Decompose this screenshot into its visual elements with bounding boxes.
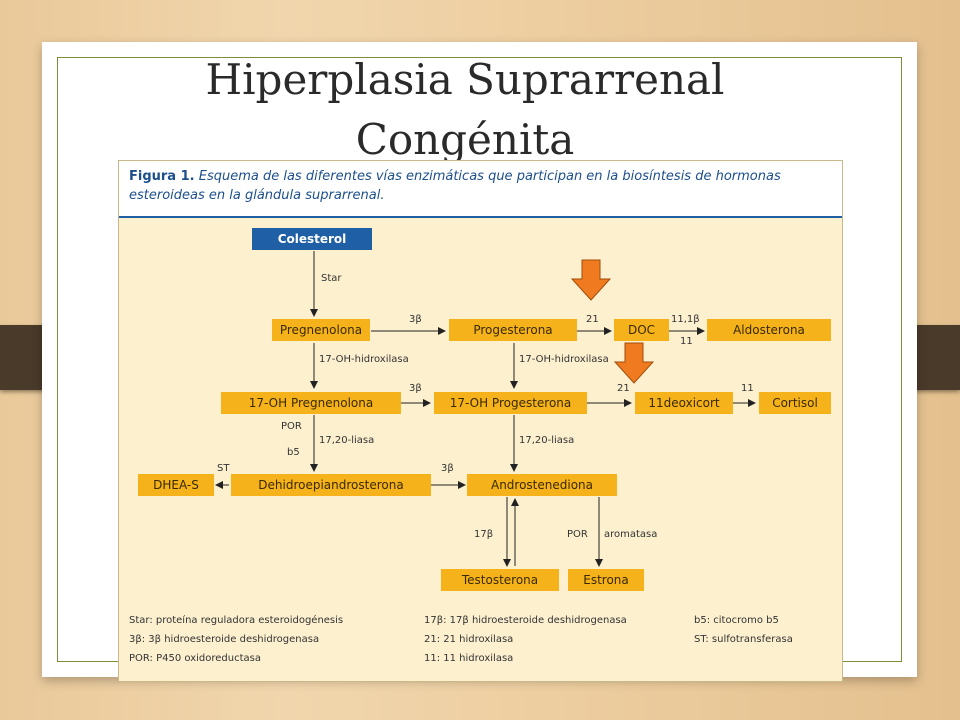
label-17-20-liasa-1: 17,20-liasa — [319, 435, 374, 446]
label-21-1: 21 — [586, 314, 599, 325]
label-17oh-hidroxilasa-1: 17-OH-hidroxilasa — [319, 354, 409, 365]
legend-item: 11: 11 hidroxilasa — [424, 649, 674, 668]
label-3b-1: 3β — [409, 314, 422, 325]
label-por: POR — [281, 421, 302, 432]
node-colesterol: Colesterol — [252, 228, 372, 250]
slide-title: Hiperplasia Suprarrenal Congénita — [165, 50, 765, 160]
legend-item: 17β: 17β hidroesteroide deshidrogenasa — [424, 611, 674, 630]
node-aldosterona: Aldosterona — [707, 319, 831, 341]
legend-item: Star: proteína reguladora esteroidogénes… — [129, 611, 419, 630]
label-3b-3: 3β — [441, 463, 454, 474]
node-pregnenolona: Pregnenolona — [272, 319, 370, 341]
node-androstenediona: Androstenediona — [467, 474, 617, 496]
label-aromatasa: aromatasa — [604, 529, 657, 540]
slide-title-line2: Congénita — [165, 110, 765, 160]
legend-item: 21: 21 hidroxilasa — [424, 630, 674, 649]
label-11-1b: 11,1β — [671, 314, 700, 325]
label-por-2: POR — [567, 529, 588, 540]
node-17oh-progesterona: 17-OH Progesterona — [434, 392, 587, 414]
label-21-2: 21 — [617, 383, 630, 394]
node-11deoxicort: 11deoxicort — [635, 392, 733, 414]
legend-col1: Star: proteína reguladora esteroidogénes… — [129, 611, 419, 668]
label-11-b: 11 — [741, 383, 754, 394]
label-st: ST — [217, 463, 229, 474]
legend-item: ST: sulfotransferasa — [694, 630, 834, 649]
pathway-arrows — [119, 161, 844, 683]
label-17oh-hidroxilasa-2: 17-OH-hidroxilasa — [519, 354, 609, 365]
legend-col2: 17β: 17β hidroesteroide deshidrogenasa 2… — [424, 611, 674, 668]
label-17b: 17β — [474, 529, 493, 540]
legend-item: b5: citocromo b5 — [694, 611, 834, 630]
legend-item: 3β: 3β hidroesteroide deshidrogenasa — [129, 630, 419, 649]
node-dhea: Dehidroepiandrosterona — [231, 474, 431, 496]
legend-item: POR: P450 oxidoreductasa — [129, 649, 419, 668]
figure-panel: Figura 1. Esquema de las diferentes vías… — [118, 160, 843, 682]
node-17oh-pregnenolona: 17-OH Pregnenolona — [221, 392, 401, 414]
node-estrona: Estrona — [568, 569, 644, 591]
legend-col3: b5: citocromo b5 ST: sulfotransferasa — [694, 611, 834, 649]
node-cortisol: Cortisol — [759, 392, 831, 414]
node-doc: DOC — [614, 319, 669, 341]
down-arrow-marker-icon — [571, 259, 611, 301]
label-star: Star — [321, 273, 342, 284]
slide-title-line1: Hiperplasia Suprarrenal — [165, 50, 765, 110]
node-dheas: DHEA-S — [138, 474, 214, 496]
label-11-a: 11 — [680, 336, 693, 347]
label-b5: b5 — [287, 447, 300, 458]
label-17-20-liasa-2: 17,20-liasa — [519, 435, 574, 446]
label-3b-2: 3β — [409, 383, 422, 394]
node-testosterona: Testosterona — [441, 569, 559, 591]
node-progesterona: Progesterona — [449, 319, 577, 341]
down-arrow-marker-icon — [614, 342, 654, 384]
